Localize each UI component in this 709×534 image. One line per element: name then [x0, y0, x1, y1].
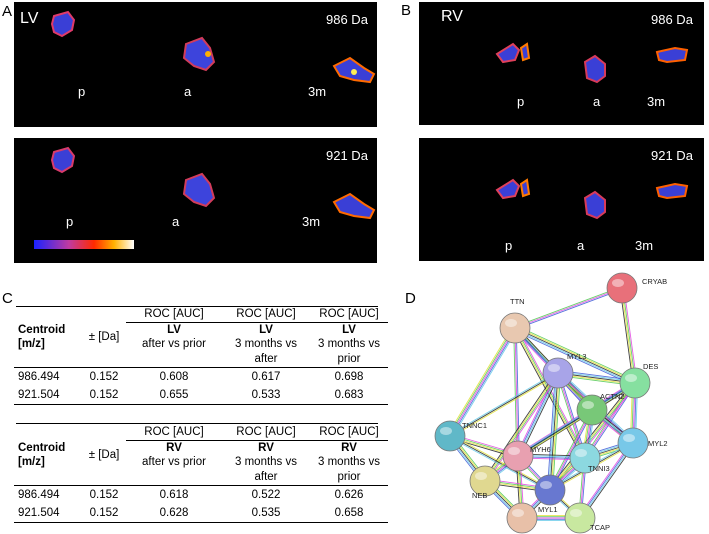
mass-label: 986 Da: [651, 12, 693, 27]
table-row: 921.504 0.152 0.655 0.533 0.683: [14, 386, 388, 405]
sample-label-p: p: [505, 238, 513, 253]
network-node-label: NEB: [472, 491, 487, 500]
lv-label: LV: [20, 10, 39, 27]
network-node-label: CRYAB: [642, 277, 667, 286]
sample-label-3m: 3m: [647, 94, 666, 109]
network-edge: [513, 325, 637, 386]
intensity-colorbar: [34, 240, 134, 249]
network-node: [564, 502, 596, 534]
table-row: 921.504 0.152 0.628 0.535 0.658: [14, 504, 388, 523]
network-node-label: TCAP: [590, 523, 610, 532]
sample-label-a: a: [172, 214, 180, 229]
delta-header: ± [Da]: [88, 448, 120, 461]
sample-label-3m: 3m: [308, 84, 327, 99]
network-node: [606, 272, 638, 304]
centroid-header: Centroid[m/z]: [18, 441, 66, 468]
network-edge: [449, 371, 559, 438]
network-node: [619, 367, 651, 399]
network-node-label: MYL1: [538, 505, 558, 514]
network-node: [576, 394, 608, 426]
rv-image-921: 921 Da p a 3m: [419, 138, 704, 261]
sample-label-3m: 3m: [635, 238, 654, 253]
panel-letter-c: C: [2, 290, 13, 307]
network-node: [434, 420, 466, 452]
sample-label-p: p: [78, 84, 86, 99]
network-node-label: TTN: [510, 297, 525, 306]
network-edge: [447, 326, 518, 438]
lv-roc-table: Centroid[m/z] ± [Da] ROC [AUC] ROC [AUC]…: [14, 306, 388, 405]
network-node: [569, 442, 601, 474]
mass-label: 986 Da: [326, 12, 368, 27]
network-node: [617, 427, 649, 459]
mass-label: 921 Da: [651, 148, 693, 163]
panel-letter-a: A: [2, 3, 13, 20]
network-node-label: TNNI3: [588, 464, 610, 473]
sample-label-a: a: [577, 238, 585, 253]
network-node-label: MYH6: [530, 445, 551, 454]
network-node: [506, 502, 538, 534]
network-node-label: ACTN2: [600, 392, 625, 401]
network-edge: [516, 380, 637, 459]
table-rule: [16, 423, 378, 424]
network-node: [502, 440, 534, 472]
panel-letter-b: B: [401, 2, 412, 19]
rv-image-986: RV 986 Da p a 3m: [419, 2, 704, 125]
network-node: [542, 357, 574, 389]
network-node: [469, 465, 501, 497]
sample-label-p: p: [517, 94, 525, 109]
network-node-label: TNNC1: [462, 421, 487, 430]
mass-label: 921 Da: [326, 148, 368, 163]
rv-label: RV: [441, 8, 463, 25]
network-edge: [514, 286, 623, 330]
lv-image-986: LV 986 Da p a 3m: [14, 2, 377, 127]
sample-label-a: a: [184, 84, 192, 99]
sample-label-p: p: [66, 214, 74, 229]
network-edge: [619, 287, 638, 384]
network-node-label: MYL3: [567, 352, 587, 361]
table-row: 986.494 0.152 0.618 0.522 0.626: [14, 485, 388, 505]
network-node-label: MYL2: [648, 439, 668, 448]
network-node-label: DES: [643, 362, 658, 371]
panel-letter-d: D: [405, 290, 416, 307]
network-node: [534, 474, 566, 506]
sample-label-3m: 3m: [302, 214, 321, 229]
delta-header: ± [Da]: [88, 330, 120, 343]
network-edge: [449, 434, 551, 492]
table-row: 986.494 0.152 0.608 0.617 0.698: [14, 367, 388, 387]
rv-roc-table: Centroid[m/z] ± [Da] ROC [AUC] ROC [AUC]…: [14, 424, 388, 523]
sample-label-a: a: [593, 94, 601, 109]
network-node: [499, 312, 531, 344]
centroid-header: Centroid[m/z]: [18, 323, 66, 350]
lv-image-921: 921 Da p a 3m: [14, 138, 377, 263]
